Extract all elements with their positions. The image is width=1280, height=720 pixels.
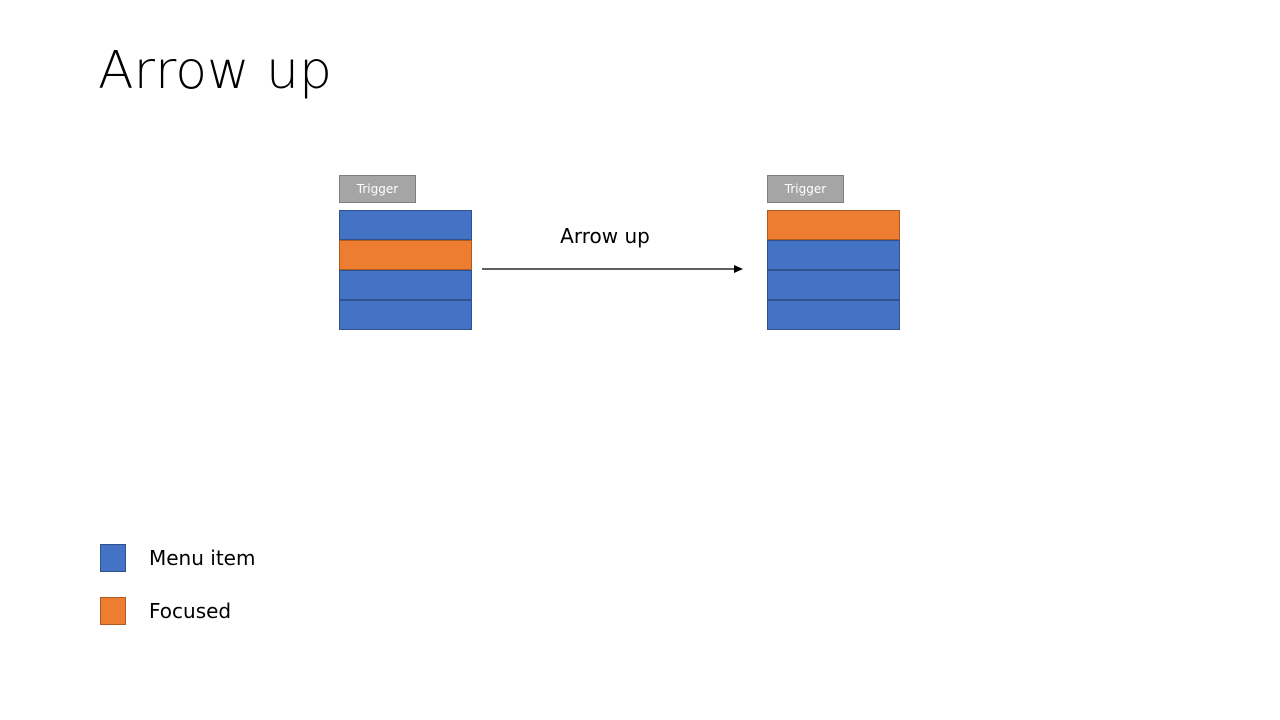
menu-item[interactable] (339, 270, 472, 300)
slide-title: Arrow up (98, 41, 333, 101)
menu-list-after (767, 210, 900, 330)
legend-menu-item: Menu item (100, 544, 255, 572)
menu-list-before (339, 210, 472, 330)
legend-swatch-menu-item (100, 544, 126, 572)
legend-label-focused: Focused (149, 599, 232, 623)
menu-item[interactable] (767, 300, 900, 330)
right-arrow-icon (482, 265, 743, 273)
menu-item[interactable] (339, 210, 472, 240)
menu-item-focused[interactable] (767, 210, 900, 240)
trigger-button-before[interactable]: Trigger (339, 175, 416, 203)
legend-label-menu-item: Menu item (149, 546, 256, 570)
trigger-button-after[interactable]: Trigger (767, 175, 844, 203)
menu-item[interactable] (339, 300, 472, 330)
menu-item[interactable] (767, 270, 900, 300)
trigger-label-after: Trigger (784, 182, 827, 196)
menu-item[interactable] (767, 240, 900, 270)
transition-label: Arrow up (560, 224, 650, 248)
legend-swatch-focused (100, 597, 126, 625)
trigger-label-before: Trigger (356, 182, 399, 196)
legend-focused: Focused (100, 597, 231, 625)
menu-item-focused[interactable] (339, 240, 472, 270)
